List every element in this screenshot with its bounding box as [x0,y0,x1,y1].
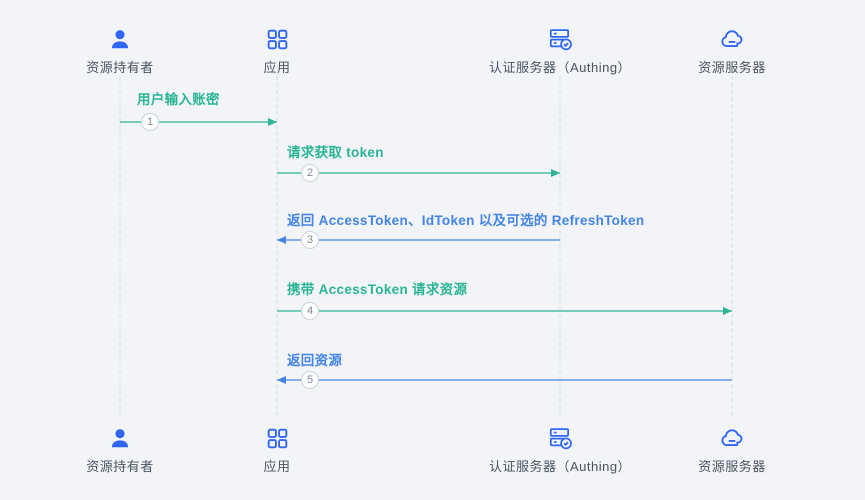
auth-server-icon [547,425,573,451]
apps-icon [264,425,290,451]
message-label-3: 返回 AccessToken、IdToken 以及可选的 RefreshToke… [287,213,645,228]
actor-top-auth-server: 认证服务器（Authing） [475,26,645,76]
actor-bottom-app: 应用 [192,425,362,475]
step-badge-1: 1 [141,113,159,131]
message-label-5: 返回资源 [287,353,343,368]
actor-bottom-resource-server: 资源服务器 [647,425,817,475]
actor-label: 认证服务器（Authing） [488,459,632,474]
step-badge-5: 5 [301,371,319,389]
user-icon [107,425,133,451]
step-badge-2: 2 [301,164,319,182]
message-label-1: 用户输入账密 [137,92,220,107]
actor-label: 资源持有者 [86,60,154,75]
actor-bottom-auth-server: 认证服务器（Authing） [475,425,645,475]
actor-label: 资源持有者 [86,459,154,474]
actor-label: 应用 [263,459,291,474]
actor-label: 认证服务器（Authing） [488,60,632,75]
message-label-2: 请求获取 token [287,145,384,160]
actor-label: 资源服务器 [698,459,766,474]
actor-top-resource-server: 资源服务器 [647,26,817,76]
auth-server-icon [547,26,573,52]
actor-label: 应用 [263,60,291,75]
step-badge-3: 3 [301,231,319,249]
resource-server-icon [719,425,745,451]
apps-icon [264,26,290,52]
message-label-4: 携带 AccessToken 请求资源 [287,282,468,297]
actor-top-resource-owner: 资源持有者 [35,26,205,76]
actor-top-app: 应用 [192,26,362,76]
actor-label: 资源服务器 [698,60,766,75]
step-badge-4: 4 [301,302,319,320]
resource-server-icon [719,26,745,52]
user-icon [107,26,133,52]
actor-bottom-resource-owner: 资源持有者 [35,425,205,475]
